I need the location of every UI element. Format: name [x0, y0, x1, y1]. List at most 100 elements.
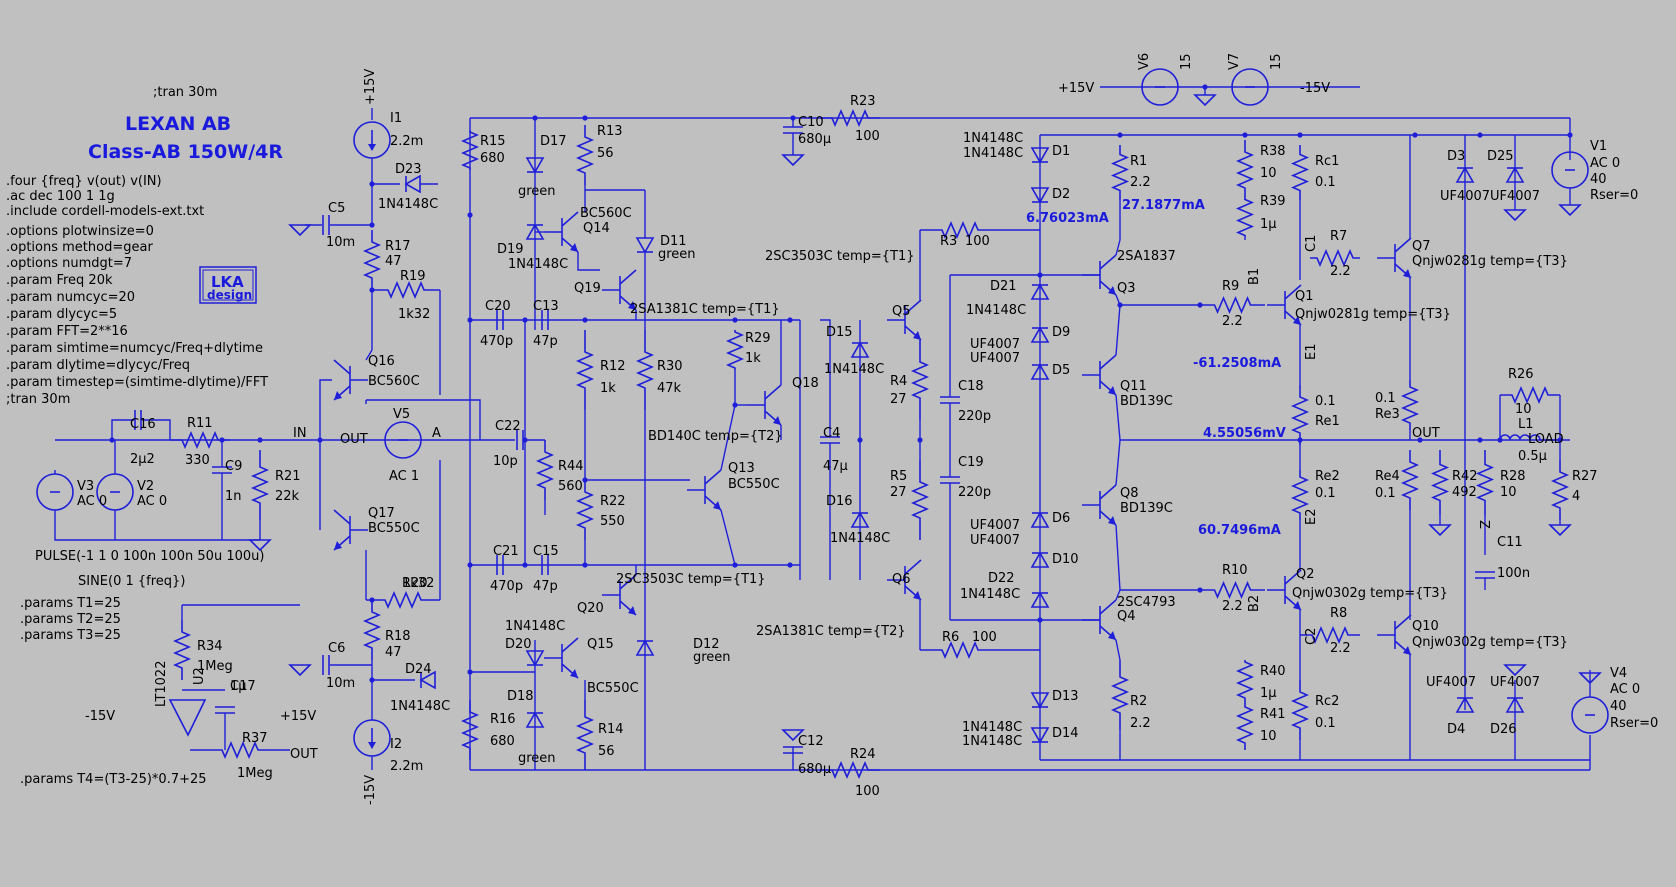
transistor-q8: [1082, 484, 1117, 526]
label-q15: Q15: [587, 637, 614, 652]
label-q7v: Qnjw0281g temp={T3}: [1412, 254, 1568, 269]
label-r3: R3: [940, 234, 957, 249]
label-r19: R19: [400, 269, 426, 284]
capacitor-c20: [496, 310, 504, 330]
measure-current-e1: -61.2508mA: [1193, 356, 1281, 371]
capacitor-c10: [783, 126, 803, 134]
rail-neg-v7: -15V: [1300, 81, 1330, 96]
voltage-source-v1: [1551, 151, 1589, 189]
label-i2: I2: [390, 737, 402, 752]
label-d11: D11: [660, 234, 687, 249]
label-q8v: BD139C: [1120, 501, 1173, 516]
diode-d13: [1030, 692, 1050, 709]
rail-neg-i2: -15V: [363, 775, 378, 805]
label-r10: R10: [1222, 563, 1248, 578]
label-r40: R40: [1260, 664, 1286, 679]
label-c12v: 680µ: [798, 762, 831, 777]
ground-v1: [1558, 204, 1582, 217]
label-c5: C5: [328, 201, 345, 216]
label-d6v: UF4007: [970, 518, 1020, 533]
label-c6: C6: [328, 641, 345, 656]
transistor-q13: [687, 469, 722, 511]
label-r13: R13: [597, 124, 623, 139]
transistor-q20: [602, 574, 637, 616]
label-c2: C2: [1304, 628, 1319, 645]
label-d26v: UF4007: [1490, 675, 1540, 690]
logo-line1: LKA: [211, 273, 244, 291]
resistor-r34: [172, 620, 192, 680]
label-r18: R18: [385, 629, 411, 644]
transistor-q11: [1082, 354, 1117, 396]
label-r27v: 4: [1572, 489, 1580, 504]
diode-d1: [1030, 147, 1050, 164]
resistor-r29: [725, 330, 745, 370]
label-v3v: AC 0: [77, 494, 107, 509]
resistor-r15: [460, 130, 480, 170]
resistor-r28: [1475, 450, 1495, 515]
directive: ;tran 30m: [6, 392, 70, 407]
label-r1v: 2.2: [1130, 175, 1151, 190]
resistor-r6: [920, 640, 1000, 660]
label-r13v: 56: [597, 146, 614, 161]
directive: .param dlytime=dlycyc/Freq: [6, 358, 190, 373]
directive: .options method=gear: [6, 240, 153, 255]
label-r30v: 47k: [657, 381, 682, 396]
diode-d20: [525, 650, 545, 667]
ground-c5: [288, 224, 312, 237]
directive: .include cordell-models-ext.txt: [6, 204, 204, 219]
label-c11: C11: [1497, 535, 1523, 550]
capacitor-c18: [940, 396, 960, 404]
label-re4: Re4: [1375, 469, 1400, 484]
label-c13: C13: [533, 299, 559, 314]
label-d20: D20: [505, 637, 532, 652]
resistor-r42: [1430, 450, 1450, 515]
label-c19: C19: [958, 455, 984, 470]
label-c9: C9: [225, 459, 242, 474]
label-d19v: 1N4148C: [508, 257, 568, 272]
directive: .param simtime=numcyc/Freq+dlytime: [6, 341, 263, 356]
label-v5: V5: [393, 407, 410, 422]
resistor-r2: [1110, 660, 1130, 730]
label-v2: V2: [137, 479, 154, 494]
ground-v4: [1578, 672, 1602, 685]
transistor-q1: [1267, 284, 1302, 326]
label-d5v: UF4007: [970, 351, 1020, 366]
label-q13: Q13: [728, 461, 755, 476]
label-r41v: 10: [1260, 729, 1277, 744]
resistor-r8: [1300, 625, 1360, 645]
resistor-r10: [1200, 580, 1265, 600]
diode-d4: [1455, 696, 1475, 713]
label-q6lbl: 2SA1381C temp={T2}: [756, 624, 906, 639]
resistor-r37: [190, 740, 290, 760]
label-rc2v: 0.1: [1315, 716, 1336, 731]
resistor-r16: [460, 700, 480, 760]
logo-box: [199, 266, 257, 304]
resistor-r17: [362, 230, 382, 290]
label-r6v: 100: [972, 630, 997, 645]
transistor-q18: [747, 384, 782, 426]
inductor-l1: [1499, 434, 1541, 441]
label-d4v: UF4007: [1426, 675, 1476, 690]
resistor-r23: [820, 108, 880, 128]
label-d23v: 1N4148C: [378, 197, 438, 212]
label-v1: V1: [1590, 139, 1607, 154]
label-r41: R41: [1260, 707, 1286, 722]
resistor-re4: [1400, 450, 1420, 510]
label-d14: D14: [1052, 726, 1079, 741]
label-d11v: green: [658, 247, 696, 262]
label-c22v: 10p: [493, 454, 518, 469]
label-v6: V6: [1137, 53, 1152, 70]
resistor-re2: [1290, 470, 1310, 520]
label-q17: Q17: [368, 506, 395, 521]
diode-d3: [1455, 166, 1475, 183]
label-r23: R23: [850, 94, 876, 109]
label-r9: R9: [1222, 279, 1239, 294]
capacitor-c15: [541, 555, 549, 575]
label-e2: E2: [1304, 509, 1319, 526]
capacitor-c17: [215, 706, 235, 714]
label-re4v: 0.1: [1375, 486, 1396, 501]
diode-d2: [1030, 187, 1050, 204]
ground-r27: [1548, 524, 1572, 537]
directive: .four {freq} v(out) v(IN): [6, 174, 162, 189]
label-r21: R21: [275, 469, 301, 484]
